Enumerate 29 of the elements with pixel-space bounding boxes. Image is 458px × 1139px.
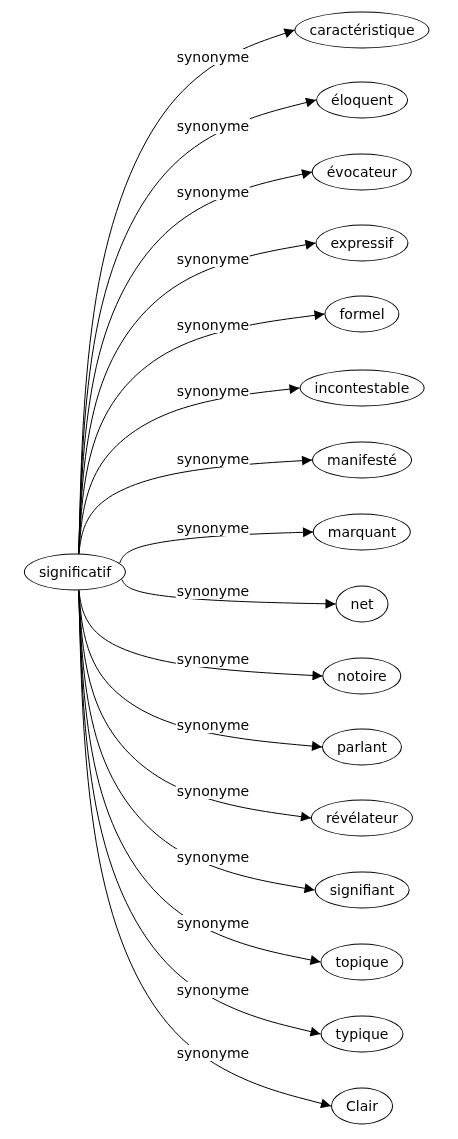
term-node: formel <box>324 295 400 333</box>
term-node: signifiant <box>314 871 410 909</box>
edge-label: synonyme <box>175 117 251 134</box>
term-node: typique <box>320 1015 404 1053</box>
term-node: notoire <box>322 657 402 695</box>
term-node: révélateur <box>310 799 414 837</box>
term-node: caractéristique <box>294 11 430 49</box>
term-node: Clair <box>331 1087 393 1125</box>
edge-label: synonyme <box>175 184 251 201</box>
term-node: marquant <box>312 513 412 551</box>
term-node: incontestable <box>299 369 425 407</box>
term-node: net <box>335 585 389 623</box>
arrow <box>78 589 332 1109</box>
term-node: éloquent <box>316 81 408 119</box>
term-node: parlant <box>321 728 403 766</box>
term-node: significatif <box>23 553 127 591</box>
edge-label: synonyme <box>175 981 251 998</box>
arrow <box>78 589 323 681</box>
term-node: manifesté <box>312 441 412 479</box>
arrow <box>121 578 336 609</box>
edge-label: synonyme <box>175 914 251 931</box>
edge-label: synonyme <box>175 1045 251 1062</box>
edge-label: synonyme <box>175 849 251 866</box>
edge-label: synonyme <box>175 783 251 799</box>
edge-label: synonyme <box>175 48 251 65</box>
term-node: évocateur <box>311 153 413 191</box>
term-node: topique <box>320 943 404 981</box>
term-node: expressif <box>315 224 409 262</box>
arrow <box>78 455 313 555</box>
